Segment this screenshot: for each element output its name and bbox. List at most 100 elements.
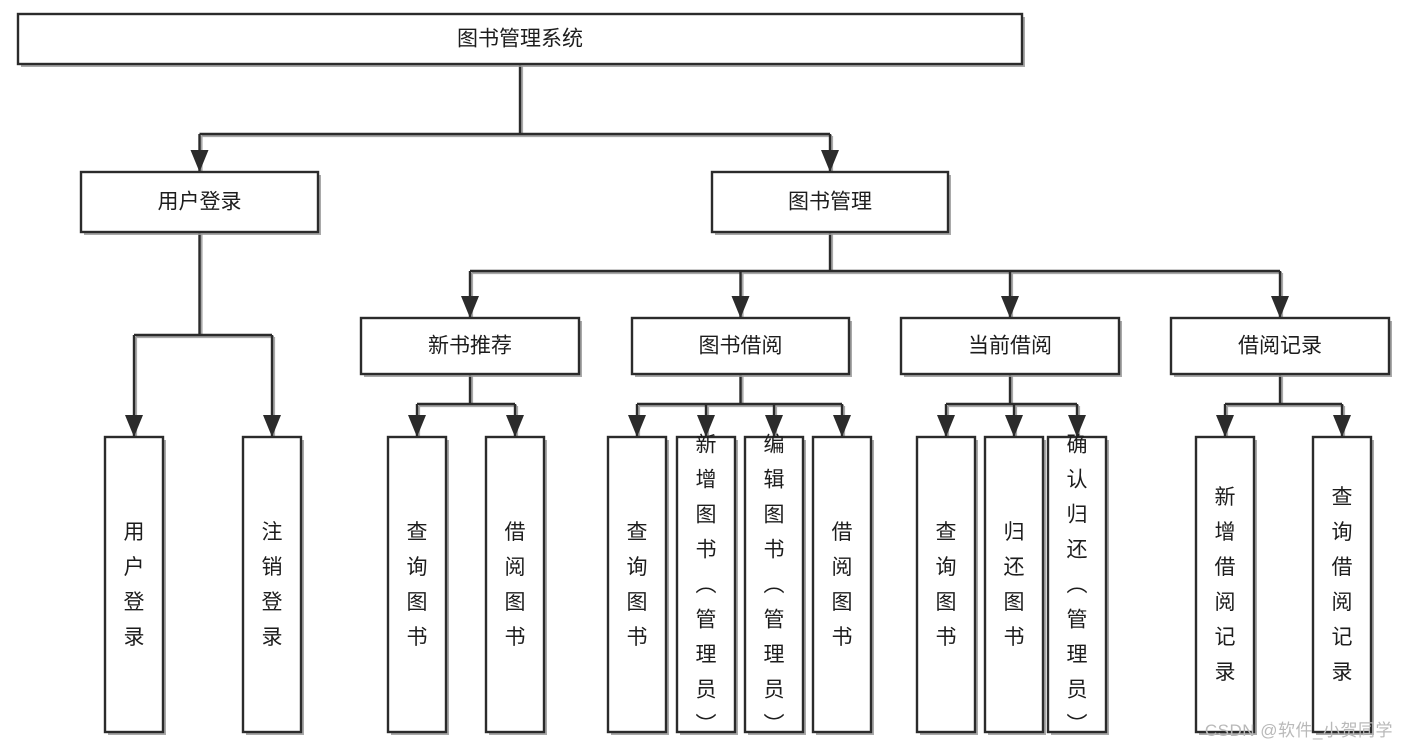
node-box[interactable] — [915, 435, 977, 734]
node-records[interactable]: 借阅记录 — [1169, 316, 1392, 377]
node-borrow[interactable]: 图书借阅 — [630, 316, 852, 377]
node-label-char: ︵ — [764, 574, 785, 597]
node-label-char: 阅 — [832, 556, 853, 579]
node-leaf-borrow-book-1[interactable]: 借阅图书 — [484, 435, 547, 735]
arrow-head-icon — [765, 415, 783, 437]
node-label-char: 书 — [1004, 626, 1025, 649]
node-label-char: 理 — [764, 644, 785, 667]
arrow-head-icon — [408, 415, 426, 437]
node-box[interactable] — [241, 435, 303, 734]
node-label-char: 员 — [764, 679, 785, 702]
node-label-char: 书 — [832, 626, 853, 649]
node-label-char: 查 — [1332, 486, 1353, 509]
node-current[interactable]: 当前借阅 — [899, 316, 1122, 377]
arrow-head-icon — [628, 415, 646, 437]
node-leaf-edit-book[interactable]: 编辑图书︵管理员︶ — [743, 434, 806, 737]
node-leaf-add-book[interactable]: 新增图书︵管理员︶ — [675, 434, 738, 737]
arrow-head-icon — [697, 415, 715, 437]
node-label-char: 理 — [1067, 644, 1088, 667]
node-label-char: 新 — [696, 434, 717, 457]
node-label: 用户登录 — [158, 191, 242, 214]
node-label-char: 员 — [696, 679, 717, 702]
node-label-char: 阅 — [1332, 591, 1353, 614]
node-box[interactable] — [983, 435, 1045, 734]
node-leaf-logout[interactable]: 注销登录 — [241, 435, 304, 735]
node-leaf-query-book-1[interactable]: 查询图书 — [386, 435, 449, 735]
node-label: 图书管理 — [788, 191, 872, 214]
node-label: 确认归还︵管理员︶ — [1067, 434, 1088, 737]
node-box[interactable] — [359, 316, 581, 376]
node-box[interactable] — [1169, 316, 1391, 376]
node-label-char: 查 — [407, 521, 428, 544]
node-label-char: ︵ — [696, 574, 717, 597]
node-label-char: ︶ — [1067, 714, 1088, 737]
node-leaf-query-book-2[interactable]: 查询图书 — [606, 435, 669, 735]
node-label-char: 图 — [627, 591, 648, 614]
node-label-char: 管 — [1067, 609, 1088, 632]
node-box[interactable] — [1194, 435, 1256, 734]
node-label: 查询图书 — [936, 521, 957, 649]
node-label: 借阅图书 — [832, 521, 853, 649]
node-label-char: 新 — [1215, 486, 1236, 509]
node-leaf-query-record[interactable]: 查询借阅记录 — [1311, 435, 1374, 735]
node-label-char: 录 — [1332, 661, 1353, 684]
node-leaf-return-book[interactable]: 归还图书 — [983, 435, 1046, 735]
node-label-char: 记 — [1215, 626, 1236, 649]
node-leaf-confirm-return[interactable]: 确认归还︵管理员︶ — [1046, 434, 1109, 737]
node-box[interactable] — [710, 170, 950, 234]
node-box[interactable] — [103, 435, 165, 734]
node-newbook[interactable]: 新书推荐 — [359, 316, 582, 377]
node-label-char: 询 — [1332, 521, 1353, 544]
node-box[interactable] — [16, 12, 1024, 66]
node-label: 新增借阅记录 — [1215, 486, 1236, 684]
arrow-head-icon — [1068, 415, 1086, 437]
node-box[interactable] — [1046, 435, 1108, 734]
arrow-head-icon — [1001, 296, 1019, 318]
node-box[interactable] — [675, 435, 737, 734]
node-label: 当前借阅 — [968, 335, 1052, 358]
node-box[interactable] — [484, 435, 546, 734]
node-label-char: 借 — [505, 521, 526, 544]
node-box[interactable] — [899, 316, 1121, 376]
node-box[interactable] — [630, 316, 851, 376]
node-bookmgmt[interactable]: 图书管理 — [710, 170, 951, 235]
node-label-char: 查 — [936, 521, 957, 544]
node-label-char: 增 — [1215, 521, 1236, 544]
node-box[interactable] — [811, 435, 873, 734]
node-root[interactable]: 图书管理系统 — [16, 12, 1025, 67]
node-box[interactable] — [386, 435, 448, 734]
node-leaf-query-book-3[interactable]: 查询图书 — [915, 435, 978, 735]
node-label: 注销登录 — [262, 521, 283, 649]
node-label-char: 用 — [124, 521, 145, 544]
node-label-char: 图 — [832, 591, 853, 614]
node-label-char: 书 — [764, 539, 785, 562]
node-login[interactable]: 用户登录 — [79, 170, 321, 235]
node-box[interactable] — [743, 435, 805, 734]
arrow-head-icon — [125, 415, 143, 437]
node-label-char: 编 — [764, 434, 785, 457]
node-label-char: 书 — [627, 626, 648, 649]
node-label-char: 阅 — [1215, 591, 1236, 614]
node-label-char: 图 — [505, 591, 526, 614]
node-label-char: 书 — [936, 626, 957, 649]
node-label: 归还图书 — [1004, 521, 1025, 649]
node-box[interactable] — [1311, 435, 1373, 734]
node-box[interactable] — [606, 435, 668, 734]
node-label-char: 借 — [832, 521, 853, 544]
node-label-char: 注 — [262, 521, 283, 544]
node-label-char: 登 — [262, 591, 283, 614]
arrow-head-icon — [937, 415, 955, 437]
connector-layer — [125, 64, 1351, 439]
node-box[interactable] — [79, 170, 320, 234]
node-leaf-add-record[interactable]: 新增借阅记录 — [1194, 435, 1257, 735]
node-leaf-borrow-book-2[interactable]: 借阅图书 — [811, 435, 874, 735]
node-label-char: 归 — [1004, 521, 1025, 544]
node-leaf-user-login[interactable]: 用户登录 — [103, 435, 166, 735]
node-label-char: 查 — [627, 521, 648, 544]
arrow-head-icon — [731, 296, 750, 318]
node-label: 新书推荐 — [428, 335, 512, 358]
node-label-char: 归 — [1067, 504, 1088, 527]
node-label: 图书借阅 — [699, 335, 783, 358]
